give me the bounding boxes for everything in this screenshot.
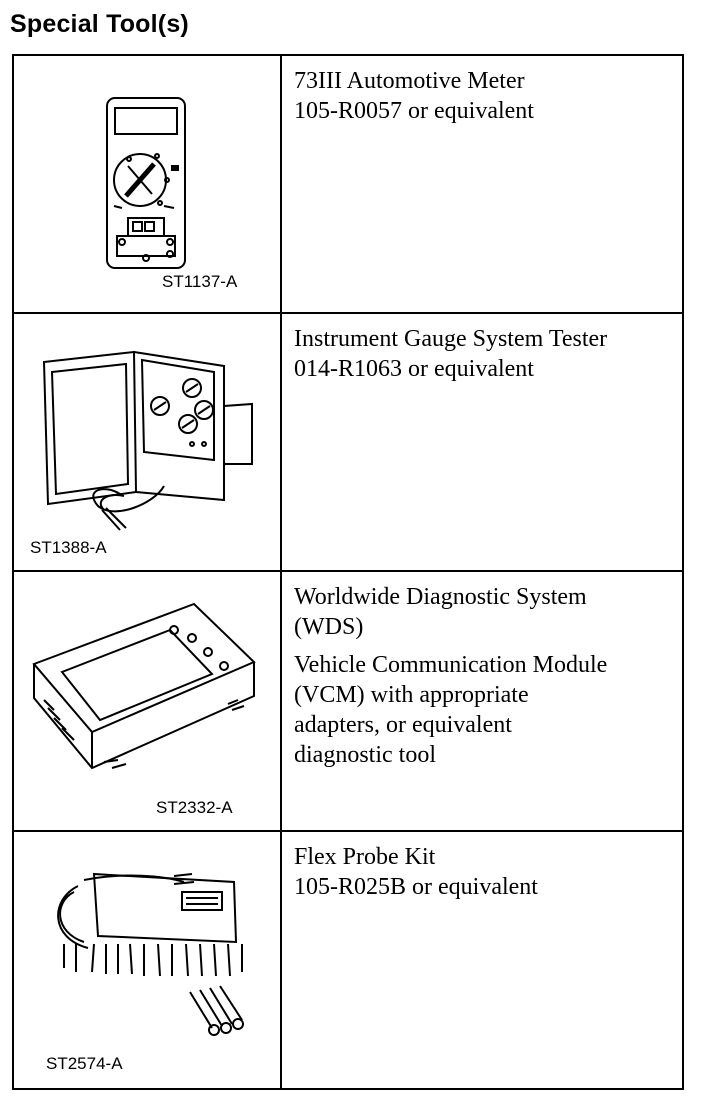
description-line: Vehicle Communication Module [294, 652, 608, 678]
description-line: Worldwide Diagnostic System [294, 584, 587, 610]
description-line: 73III Automotive Meter [294, 68, 525, 94]
tool-description-cell: Instrument Gauge System Tester 014-R1063… [280, 312, 684, 572]
description-line: diagnostic tool [294, 742, 436, 768]
tool-code: ST2332-A [156, 798, 233, 817]
tool-code: ST2574-A [46, 1054, 123, 1073]
table-row: ST1388-A Instrument Gauge System Tester … [12, 312, 684, 572]
tool-description: Vehicle Communication Module (VCM) with … [294, 650, 672, 770]
description-line: (VCM) with appropriate [294, 682, 529, 708]
tool-code: ST1137-A [162, 272, 238, 291]
table-row: ST2574-A Flex Probe Kit 105-R025B or equ… [12, 830, 684, 1090]
description-line: (WDS) [294, 614, 364, 640]
tool-description-cell: Worldwide Diagnostic System (WDS) Vehicl… [280, 570, 684, 832]
tool-description-cell: 73III Automotive Meter 105-R0057 or equi… [280, 54, 684, 314]
description-line: Flex Probe Kit [294, 844, 436, 870]
tool-illustration-cell: ST2574-A [12, 830, 282, 1090]
table-row: ST1137-A 73III Automotive Meter 105-R005… [12, 54, 684, 314]
table-row: ST2332-A Worldwide Diagnostic System (WD… [12, 570, 684, 832]
diagnostic-system-illustration [32, 602, 256, 770]
description-line: 014-R1063 or equivalent [294, 356, 534, 382]
tool-description: 73III Automotive Meter 105-R0057 or equi… [294, 66, 672, 126]
tool-description-cell: Flex Probe Kit 105-R025B or equivalent [280, 830, 684, 1090]
page-title: Special Tool(s) [10, 10, 189, 38]
tool-description: Flex Probe Kit 105-R025B or equivalent [294, 842, 672, 902]
tool-code: ST1388-A [30, 538, 107, 557]
flex-probe-kit-illustration [57, 872, 244, 1036]
special-tools-table: ST1137-A 73III Automotive Meter 105-R005… [12, 54, 684, 1090]
tool-illustration-cell: ST1388-A [12, 312, 282, 572]
tool-description: Worldwide Diagnostic System (WDS) [294, 582, 672, 642]
description-line: 105-R0057 or equivalent [294, 98, 534, 124]
description-line: Instrument Gauge System Tester [294, 326, 608, 352]
tool-description: Instrument Gauge System Tester 014-R1063… [294, 324, 672, 384]
tool-illustration-cell: ST2332-A [12, 570, 282, 832]
gauge-system-tester-illustration [42, 350, 253, 531]
tool-illustration-cell: ST1137-A [12, 54, 282, 314]
description-line: adapters, or equivalent [294, 712, 512, 738]
description-line: 105-R025B or equivalent [294, 874, 538, 900]
automotive-meter-illustration [106, 97, 186, 269]
